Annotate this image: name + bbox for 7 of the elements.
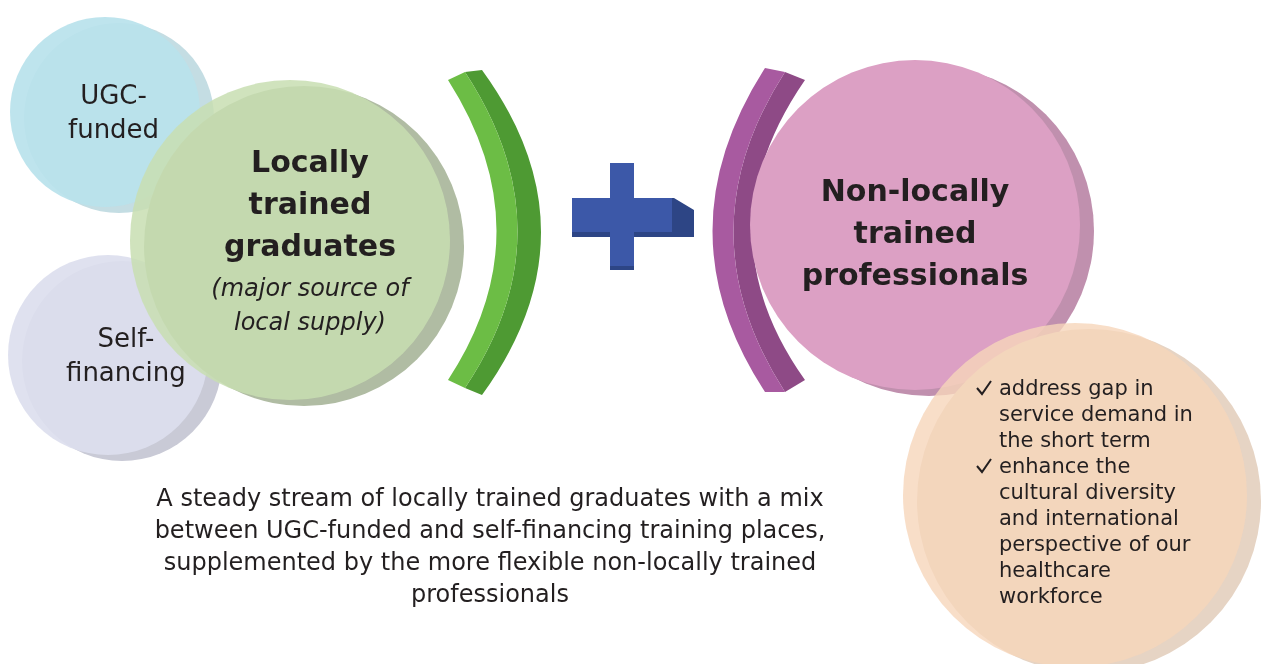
caption: A steady stream of locally trained graduates with a mix between UGC-funded and self-financing training places, supplemented by the more flexible non-locally trained professionals [153, 483, 827, 610]
node-label: Self-financing [66, 322, 186, 389]
node-heading: Locally trained graduates [222, 143, 398, 265]
node-subtitle: (major source of local supply) [200, 271, 420, 339]
node-heading: Non-locally trained professionals [800, 172, 1030, 294]
bullet-text: enhance the cultural diversity and international perspective of our healthcare workforce [999, 453, 1192, 609]
node-label: UGC-funded [68, 79, 160, 146]
